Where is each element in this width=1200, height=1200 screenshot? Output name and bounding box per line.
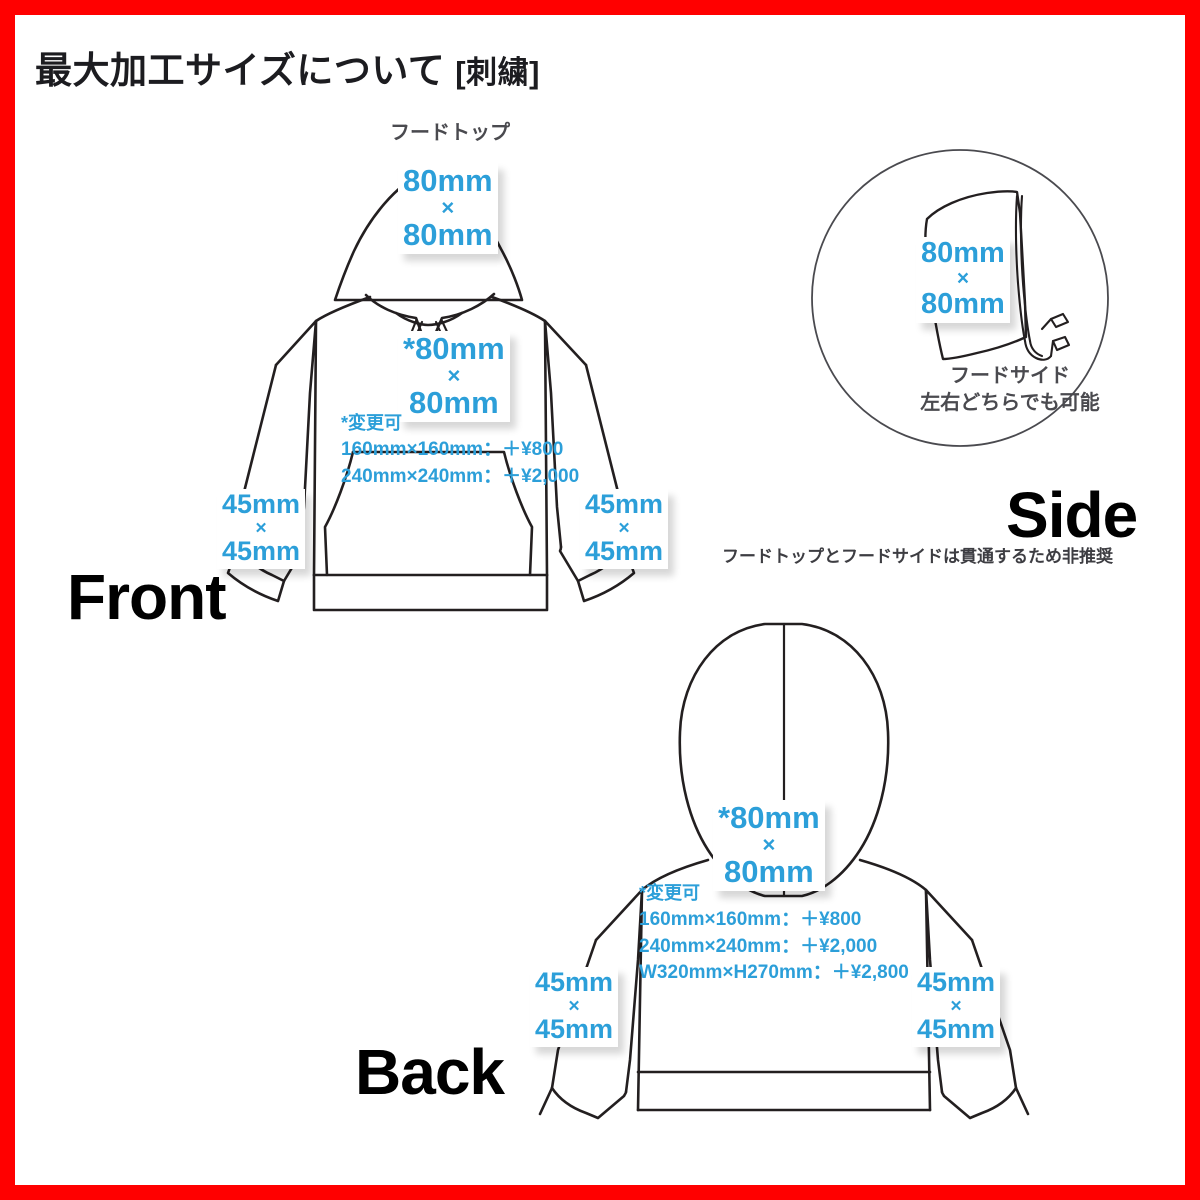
front-left-sleeve-size-callout: 45mm × 45mm — [217, 489, 306, 570]
hood-top-size-width: 80mm — [403, 163, 493, 198]
hood-top-size-times: × — [441, 195, 455, 220]
front-right-sleeve-height: 45mm — [585, 536, 664, 567]
front-chest-size-times: × — [447, 363, 461, 388]
back-right-sleeve-width: 45mm — [917, 967, 996, 997]
back-view-label: Back — [355, 1036, 505, 1108]
hood-side-size-times: × — [956, 267, 970, 290]
front-view-label: Front — [67, 561, 226, 633]
back-left-sleeve-times: × — [568, 995, 580, 1017]
back-right-sleeve-height: 45mm — [917, 1014, 996, 1045]
front-chest-options-head: *変更可 — [341, 413, 403, 433]
hood-side-caption-line2: 左右どちらでも可能 — [920, 392, 1100, 414]
side-warning-note: フードトップとフードサイドは貫通するため非推奨 — [722, 547, 1113, 566]
hood-side-size-height: 80mm — [921, 287, 1005, 320]
page-title: 最大加工サイズについて [刺繍] — [35, 40, 540, 94]
back-center-option-row: W320mm×H270mm：＋¥2,800 — [639, 962, 909, 984]
front-chest-size-height: 80mm — [409, 385, 499, 421]
front-left-sleeve-times: × — [255, 517, 267, 539]
hood-side-caption: フードサイド 左右どちらでも可能 — [860, 363, 1160, 417]
front-left-sleeve-width: 45mm — [222, 489, 301, 519]
hood-top-size-callout: 80mm × 80mm — [398, 163, 498, 255]
front-chest-options: *変更可 160mm×160mm：＋¥800 240mm×240mm：＋¥2,0… — [341, 411, 579, 490]
front-left-sleeve-height: 45mm — [222, 536, 301, 567]
back-center-size-height: 80mm — [724, 854, 814, 890]
front-chest-option-row: 160mm×160mm：＋¥800 — [341, 438, 564, 460]
back-right-sleeve-times: × — [950, 995, 962, 1017]
hood-top-label: フードトップ — [390, 122, 510, 144]
front-chest-size-callout: *80mm × 80mm — [398, 331, 510, 423]
back-right-sleeve-size-callout: 45mm × 45mm — [912, 967, 1001, 1048]
page-title-main: 最大加工サイズについて — [35, 50, 446, 91]
back-center-option-row: 160mm×160mm：＋¥800 — [639, 908, 862, 930]
back-left-sleeve-width: 45mm — [535, 967, 614, 997]
back-left-sleeve-height: 45mm — [535, 1014, 614, 1045]
back-center-options-head: *変更可 — [639, 883, 701, 903]
back-center-options: *変更可 160mm×160mm：＋¥800 240mm×240mm：＋¥2,0… — [639, 881, 909, 987]
back-left-sleeve-size-callout: 45mm × 45mm — [530, 967, 619, 1048]
page-title-bracket: [刺繍] — [455, 55, 540, 90]
poster-canvas: 最大加工サイズについて [刺繍] — [15, 15, 1185, 1185]
front-right-sleeve-times: × — [618, 517, 630, 539]
front-chest-size-width: *80mm — [403, 331, 505, 366]
hood-side-caption-line1: フードサイド — [950, 365, 1070, 387]
front-right-sleeve-width: 45mm — [585, 489, 664, 519]
hood-side-size-width: 80mm — [921, 237, 1005, 269]
front-right-sleeve-size-callout: 45mm × 45mm — [580, 489, 669, 570]
hood-side-size-callout: 80mm × 80mm — [916, 237, 1010, 323]
back-center-option-row: 240mm×240mm：＋¥2,000 — [639, 935, 878, 957]
back-center-size-times: × — [762, 832, 776, 857]
back-center-size-width: *80mm — [718, 800, 820, 835]
hood-top-size-height: 80mm — [403, 217, 493, 253]
side-view-label: Side — [1006, 479, 1138, 551]
front-chest-option-row: 240mm×240mm：＋¥2,000 — [341, 465, 580, 487]
back-center-size-callout: *80mm × 80mm — [713, 800, 825, 892]
